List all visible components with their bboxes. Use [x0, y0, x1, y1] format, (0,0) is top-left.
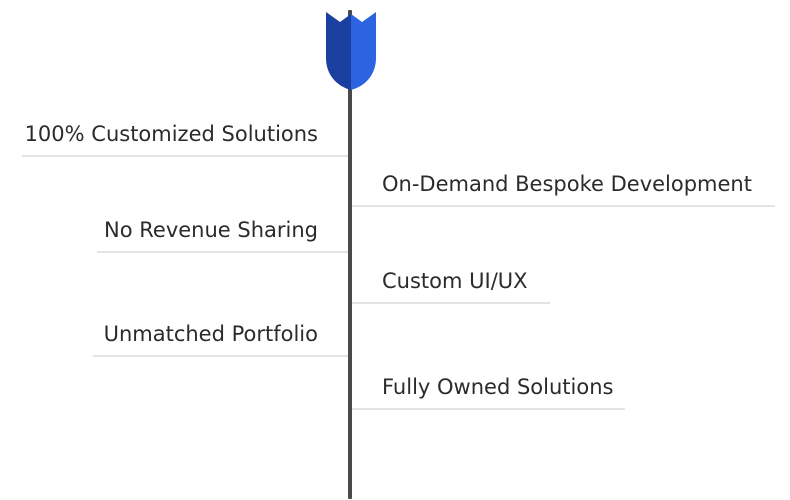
- feature-underline: [352, 205, 775, 207]
- feature-label: Custom UI/UX: [382, 269, 528, 293]
- feature-item-customized-solutions: 100% Customized Solutions: [22, 121, 348, 157]
- feature-label: No Revenue Sharing: [104, 218, 318, 242]
- feature-underline: [352, 302, 550, 304]
- shield-right-half: [351, 12, 376, 90]
- feature-item-custom-ui-ux: Custom UI/UX: [352, 268, 550, 304]
- feature-underline: [97, 251, 348, 253]
- shield-left-half: [326, 12, 351, 90]
- feature-label: On-Demand Bespoke Development: [382, 172, 752, 196]
- feature-underline: [352, 408, 625, 410]
- feature-underline: [22, 155, 348, 157]
- feature-label: 100% Customized Solutions: [24, 122, 318, 146]
- feature-item-unmatched-portfolio: Unmatched Portfolio: [93, 321, 348, 357]
- feature-item-no-revenue-sharing: No Revenue Sharing: [97, 217, 348, 253]
- feature-label: Fully Owned Solutions: [382, 375, 614, 399]
- feature-underline: [93, 355, 348, 357]
- vertical-axis-line: [348, 10, 352, 499]
- feature-item-fully-owned-solutions: Fully Owned Solutions: [352, 374, 625, 410]
- feature-item-bespoke-development: On-Demand Bespoke Development: [352, 171, 775, 207]
- feature-label: Unmatched Portfolio: [103, 322, 318, 346]
- shield-arrow-fletching-icon: [326, 12, 376, 90]
